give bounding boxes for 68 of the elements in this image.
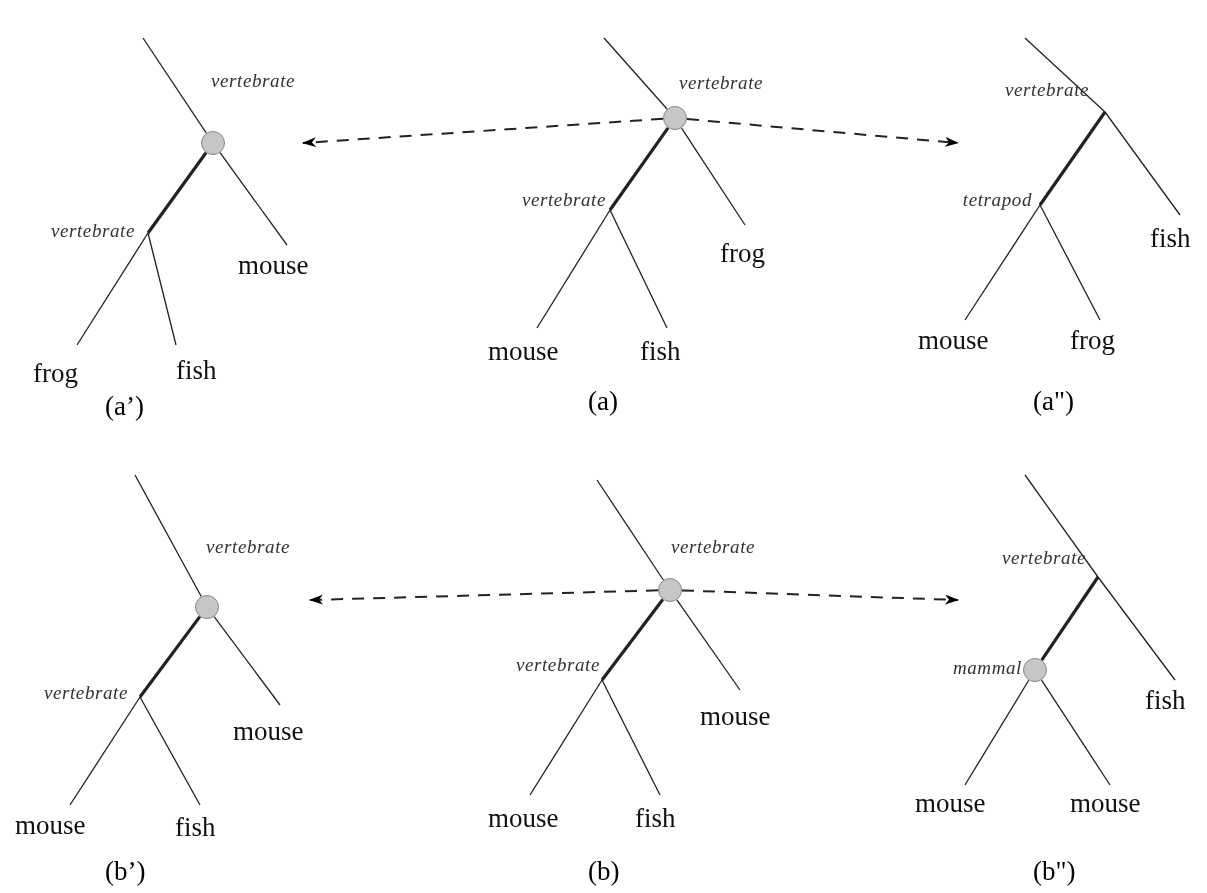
tree-branch <box>601 679 661 796</box>
panel-label: (a) <box>588 388 618 415</box>
tree-branch <box>1039 204 1101 321</box>
taxon-label: mouse <box>915 790 986 817</box>
clade-label: vertebrate <box>515 655 600 674</box>
tree-branch <box>1040 679 1111 786</box>
tree-branch <box>76 232 149 346</box>
clade-label: mammal <box>952 658 1022 677</box>
tree-branch <box>1097 576 1176 681</box>
tree-branch <box>964 679 1030 786</box>
taxon-label: fish <box>176 357 217 384</box>
taxon-label: mouse <box>238 252 309 279</box>
tree-branch <box>138 615 202 698</box>
clade-label: vertebrate <box>206 537 291 556</box>
taxon-label: mouse <box>488 805 559 832</box>
clade-label: vertebrate <box>211 71 296 90</box>
tree-branch <box>1038 111 1107 206</box>
panel-label: (b’) <box>105 858 146 885</box>
tree-branch <box>680 127 746 226</box>
clade-label: vertebrate <box>1002 548 1087 567</box>
tree-branch <box>1024 474 1099 578</box>
panel-label: (b") <box>1033 858 1076 885</box>
taxon-label: mouse <box>488 338 559 365</box>
taxon-label: fish <box>175 814 216 841</box>
tree-branch <box>536 209 611 329</box>
clade-label: vertebrate <box>671 537 756 556</box>
tree-branch <box>596 479 664 581</box>
taxon-label: mouse <box>1070 790 1141 817</box>
panel-label: (a") <box>1033 388 1074 415</box>
dashed-arrow <box>309 589 659 605</box>
tree-branch <box>1040 576 1100 661</box>
dashed-arrow <box>302 117 665 148</box>
tree-branch <box>609 209 668 329</box>
taxon-label: fish <box>635 805 676 832</box>
taxon-label: frog <box>720 240 765 267</box>
taxon-label: mouse <box>15 812 86 839</box>
tree-branch <box>142 37 207 134</box>
dashed-arrow <box>685 118 959 147</box>
tree-branch <box>529 679 603 796</box>
taxon-label: mouse <box>918 327 989 354</box>
tree-branch <box>69 696 141 806</box>
tree-branch <box>603 37 668 110</box>
tree-branch <box>600 598 665 681</box>
panel-label: (b) <box>588 858 620 885</box>
clade-label: vertebrate <box>43 683 128 702</box>
taxon-label: mouse <box>233 718 304 745</box>
taxon-label: frog <box>33 360 78 387</box>
taxon-label: frog <box>1070 327 1115 354</box>
tree-branch <box>676 599 741 691</box>
tree-branch <box>213 615 281 706</box>
tree-branch <box>139 696 201 806</box>
dashed-arrow <box>681 589 959 605</box>
tree-branch <box>219 152 288 246</box>
tree-branch <box>146 151 208 234</box>
tree-branch <box>964 204 1041 321</box>
clade-label: vertebrate <box>50 221 135 240</box>
taxon-label: fish <box>1145 687 1186 714</box>
tree-branch <box>134 474 202 598</box>
panel-label: (a’) <box>105 393 144 420</box>
taxon-label: mouse <box>700 703 771 730</box>
clade-label: vertebrate <box>679 73 764 92</box>
taxon-label: fish <box>1150 225 1191 252</box>
tree-branch <box>1104 111 1181 216</box>
clade-label: vertebrate <box>521 190 606 209</box>
tree-branch <box>147 232 177 346</box>
taxon-label: fish <box>640 338 681 365</box>
tree-branch <box>608 126 670 211</box>
clade-label: tetrapod <box>962 190 1032 209</box>
